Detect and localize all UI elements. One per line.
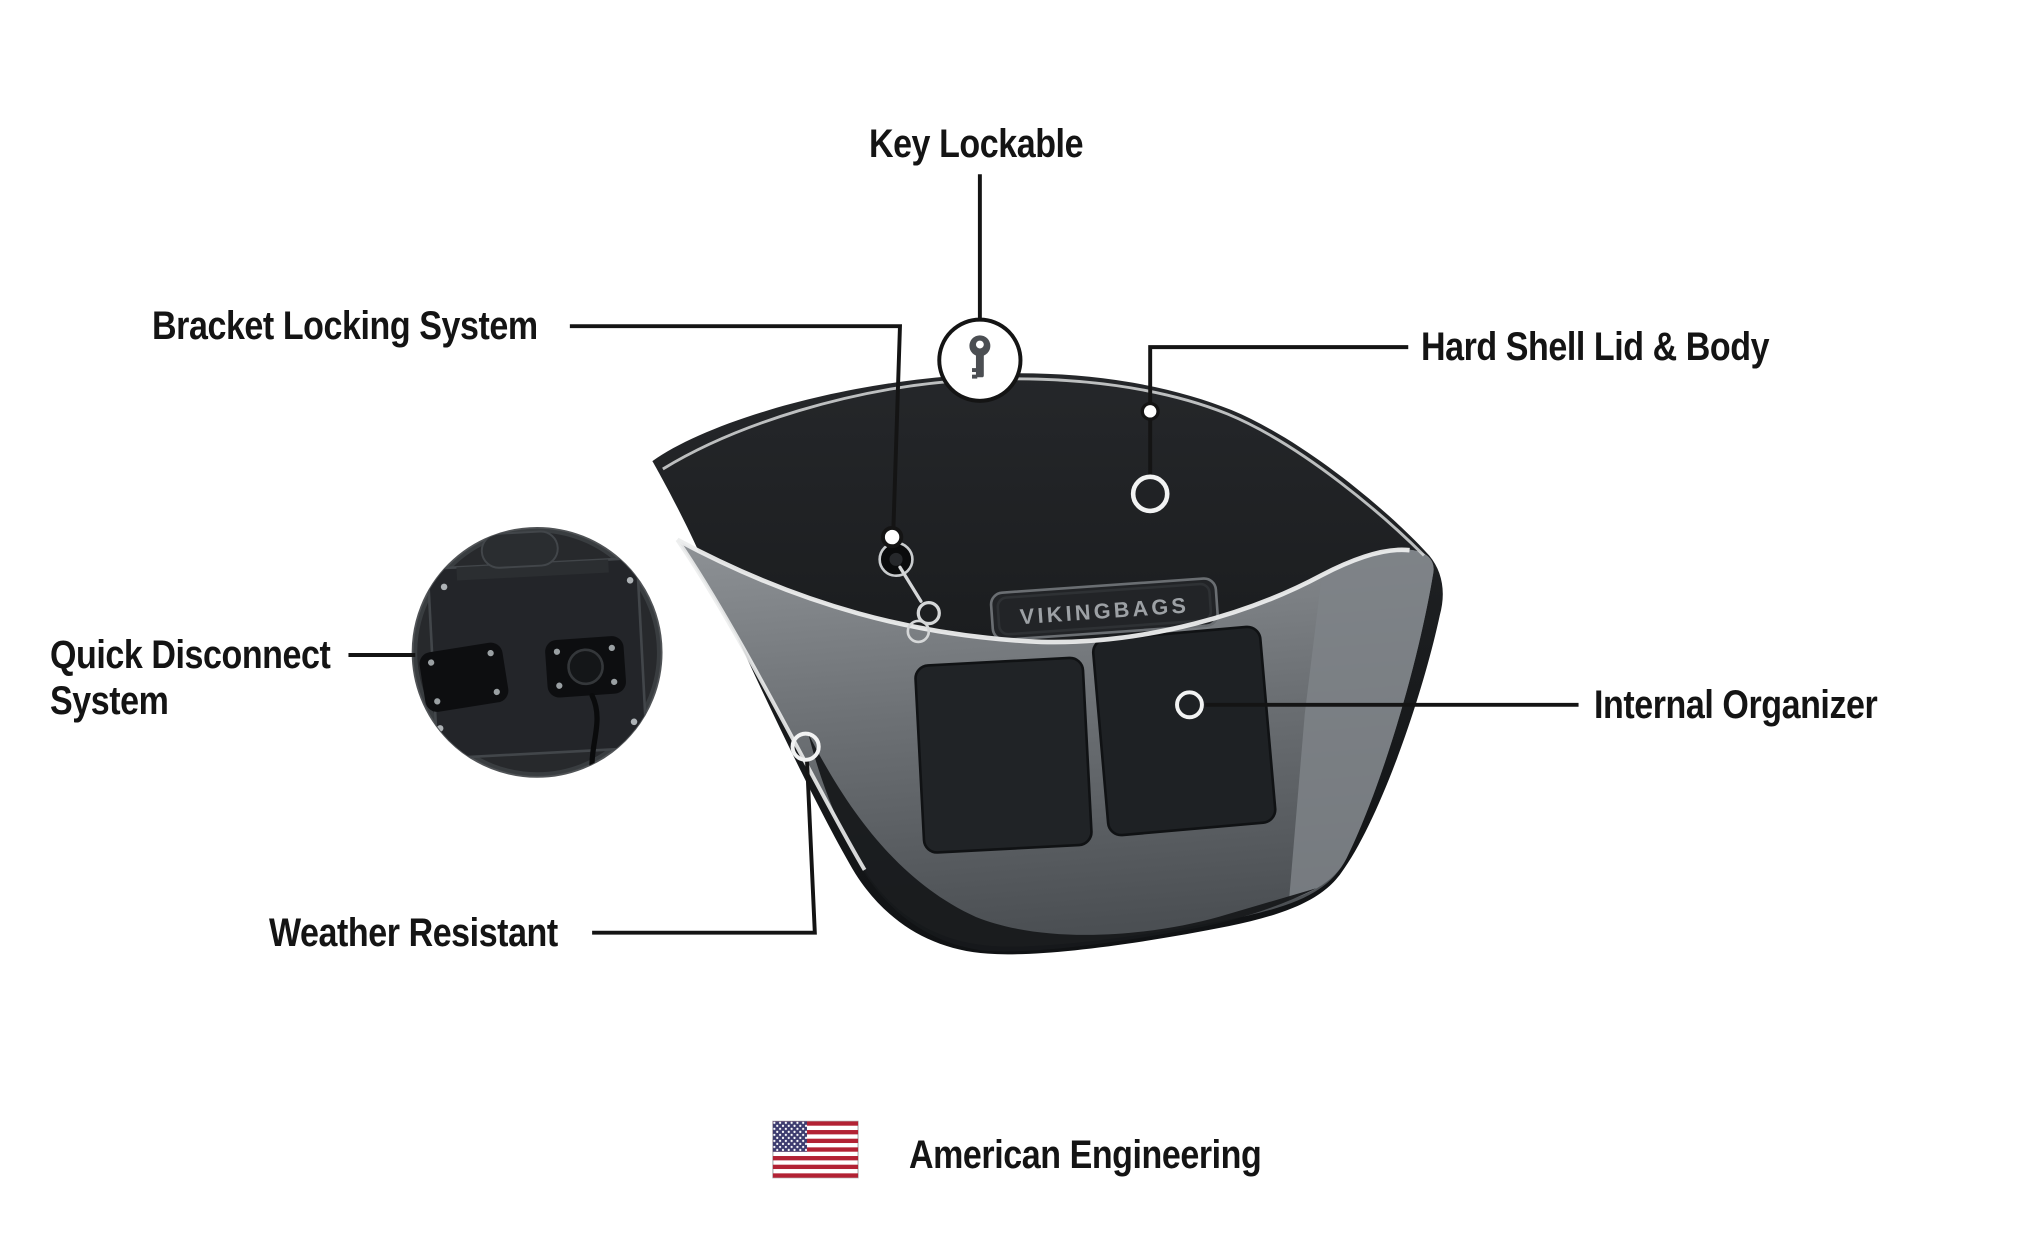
callout-label-hard-shell-lid-body: Hard Shell Lid & Body [1421, 325, 1770, 369]
callout-label-internal-organizer: Internal Organizer [1594, 683, 1878, 727]
mounting-plate [427, 530, 648, 759]
hanging-key-icon [898, 565, 941, 644]
mount-bracket-left [419, 642, 509, 712]
organizer-pocket-right [1091, 625, 1277, 837]
organizer-pocket-left [914, 656, 1093, 854]
mount-bracket-right [545, 636, 626, 698]
saddlebag-right-panel [1289, 549, 1434, 900]
footer-label-american-engineering: American Engineering [909, 1133, 1262, 1177]
callout-marker-internal-organizer [1175, 690, 1204, 720]
callout-marker-bracket-locking [880, 525, 904, 549]
key-lockable-marker [937, 317, 1023, 403]
callout-label-key-lockable: Key Lockable [868, 122, 1084, 166]
us-flag-icon [772, 1120, 859, 1179]
callout-marker-hard-shell-dot [1140, 401, 1160, 421]
quick-disconnect-inset [411, 526, 663, 778]
callout-label-bracket-locking-system: Bracket Locking System [152, 304, 538, 348]
brand-badge: VIKINGBAGS [989, 577, 1219, 642]
callout-label-weather-resistant: Weather Resistant [269, 911, 558, 955]
top-edge-highlight [662, 377, 1425, 557]
saddlebag-bottom-shadow [808, 733, 1317, 952]
callout-line-hard-shell [1148, 345, 1409, 475]
left-edge-seam-line [675, 538, 867, 871]
keyhole [878, 541, 914, 578]
callout-line-bracket-locking [569, 324, 902, 528]
callout-marker-weather-resistant [790, 731, 821, 762]
key-icon [969, 335, 991, 379]
saddlebag-illustration: VIKINGBAGS [652, 373, 1443, 955]
release-cable [589, 692, 603, 777]
callout-line-weather-resistant [592, 759, 817, 935]
lid-seam-line [676, 537, 1410, 645]
callout-marker-hard-shell-ring [1130, 474, 1170, 514]
callout-label-quick-disconnect-system: Quick Disconnect System [50, 633, 331, 723]
